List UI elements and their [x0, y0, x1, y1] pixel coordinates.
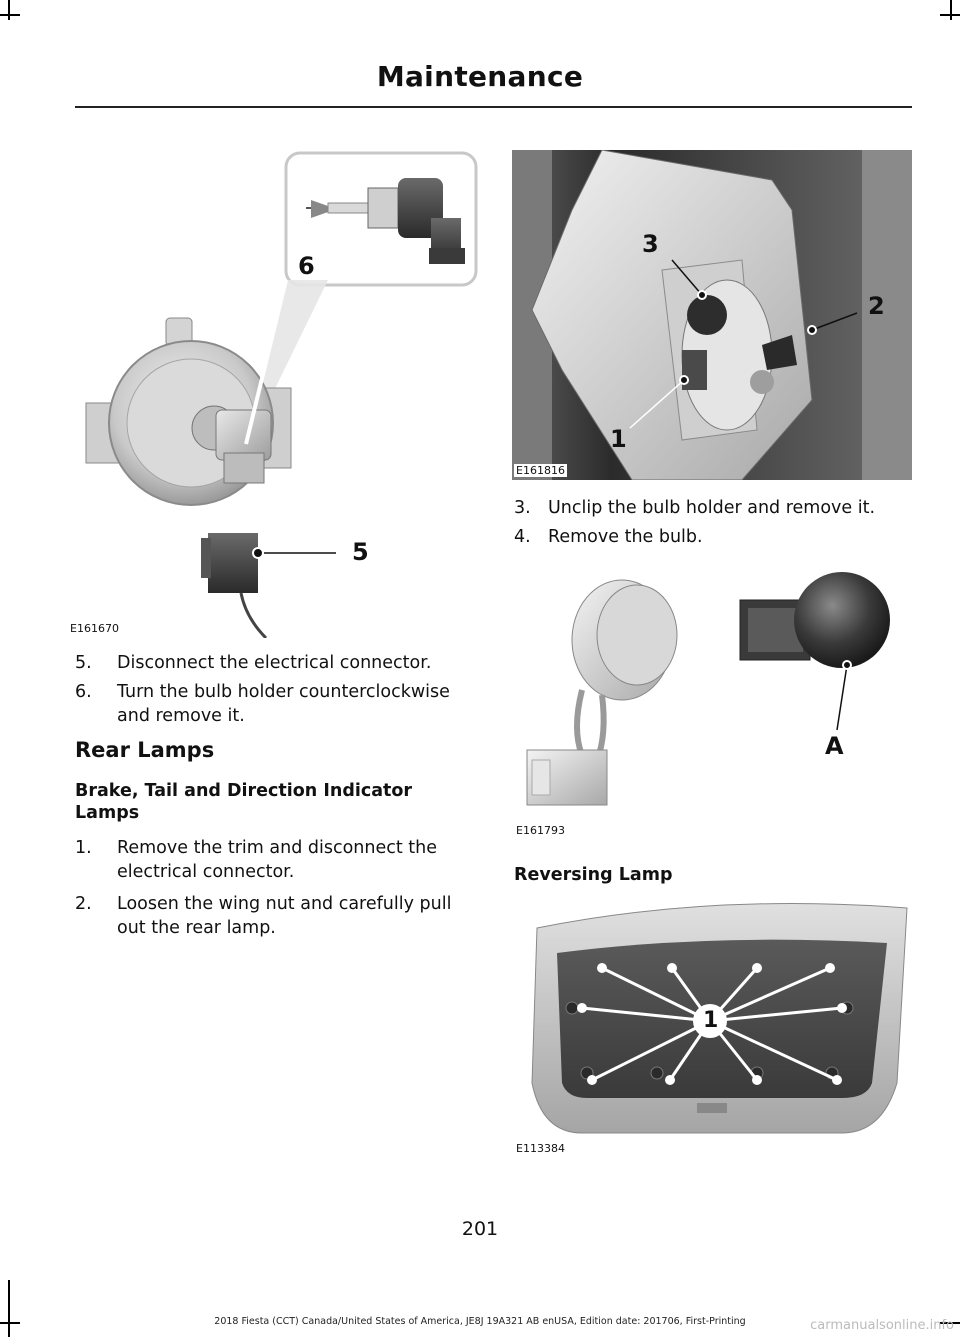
tailgate-figure: 1 E113384 [512, 898, 912, 1160]
figure-code: E161793 [514, 824, 567, 837]
fog-lamp-illustration [85, 151, 478, 638]
footer-edition-line: 2018 Fiesta (CCT) Canada/United States o… [214, 1316, 746, 1327]
rear-lamp-holder-figure: 3 2 1 E161816 [512, 150, 912, 480]
watermark: carmanualsonline.info [810, 1318, 954, 1333]
tailgate-illustration [531, 903, 908, 1134]
step-number: 6. [75, 682, 92, 702]
step-number: 3. [514, 498, 531, 518]
fog-lamp-figure: 6 5 E161670 [66, 148, 480, 638]
step-text: Turn the bulb holder counterclockwise [117, 682, 450, 702]
step-number: 1. [75, 838, 92, 858]
section-heading: Rear Lamps [75, 738, 215, 762]
crop-mark [8, 1280, 10, 1337]
rear-lamp-illustration [512, 150, 912, 480]
step-text: Disconnect the electrical connector. [117, 653, 432, 673]
callout-label: A [825, 732, 844, 760]
figure-code: E161670 [68, 622, 121, 635]
step-text: Remove the bulb. [548, 527, 703, 547]
bulb-figure: A E161793 [512, 560, 912, 840]
step-6: 6. Turn the bulb holder counterclockwise… [75, 680, 485, 728]
subsection-heading-line: Lamps [75, 803, 140, 823]
header-divider [75, 106, 912, 108]
crop-mark [0, 14, 20, 16]
crop-mark [0, 1322, 20, 1324]
callout-label: 1 [703, 1008, 719, 1033]
crop-mark [940, 14, 960, 16]
figure-code: E161816 [514, 464, 567, 477]
step-text: Loosen the wing nut and carefully pull [117, 894, 452, 914]
step-text: Remove the trim and disconnect the [117, 838, 438, 858]
crop-mark [940, 1322, 960, 1324]
section-heading: Reversing Lamp [514, 865, 673, 885]
step-1: 1. Remove the trim and disconnect the el… [75, 836, 485, 884]
step-text: Unclip the bulb holder and remove it. [548, 498, 876, 518]
step-text: electrical connector. [117, 862, 295, 882]
callout-label: 2 [868, 292, 885, 320]
step-text: and remove it. [117, 706, 245, 726]
step-2: 2. Loosen the wing nut and carefully pul… [75, 892, 485, 940]
figure-code: E113384 [514, 1142, 567, 1155]
step-number: 5. [75, 653, 92, 673]
crop-mark [8, 0, 10, 20]
step-number: 4. [514, 527, 531, 547]
step-number: 2. [75, 894, 92, 914]
crop-mark [950, 0, 952, 20]
step-text: out the rear lamp. [117, 918, 276, 938]
callout-label: 3 [642, 230, 659, 258]
callout-label: 5 [352, 538, 369, 566]
bulb-illustration [526, 572, 890, 806]
subsection-heading: Brake, Tail and Direction Indicator Lamp… [75, 780, 485, 824]
page-number: 201 [461, 1218, 499, 1240]
page-title: Maintenance [376, 60, 584, 93]
callout-label: 1 [610, 425, 627, 453]
callout-label: 6 [298, 252, 315, 280]
subsection-heading-line: Brake, Tail and Direction Indicator [75, 781, 413, 801]
